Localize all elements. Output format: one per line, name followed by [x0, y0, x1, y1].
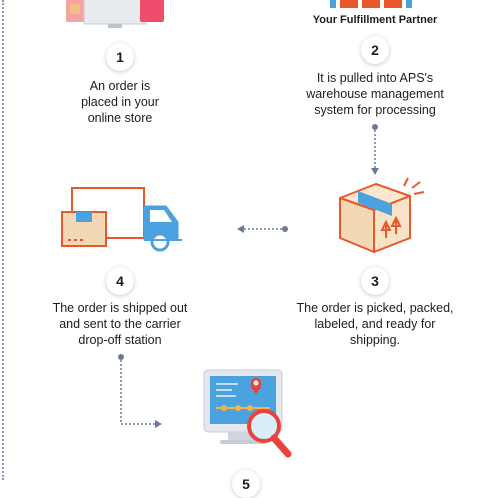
step-2-line-3: system for processing — [314, 103, 436, 117]
step-4-number: 4 — [106, 267, 134, 295]
step-4-text: The order is shipped out and sent to the… — [30, 300, 210, 348]
step-2-line-2: warehouse management — [306, 87, 444, 101]
step-3-number: 3 — [361, 267, 389, 295]
step-2-line-1: It is pulled into APS's — [316, 71, 434, 85]
step-1-line-2: placed in your — [81, 95, 159, 109]
step-2-number: 2 — [361, 36, 389, 64]
online-store-icon — [66, 0, 164, 28]
step-3-line-2: labeled, and ready for — [314, 317, 436, 331]
step-2-text: It is pulled into APS's warehouse manage… — [285, 70, 465, 118]
step-4-line-1: The order is shipped out — [52, 301, 188, 315]
partner-label: Your Fulfillment Partner — [312, 14, 438, 26]
step-4-line-3: drop-off station — [78, 333, 162, 347]
left-dotted-border — [2, 0, 4, 480]
connector-step2-to-step3 — [371, 124, 379, 175]
warehouse-shelves-icon — [330, 0, 412, 8]
step-1-line-1: An order is — [89, 79, 151, 93]
tracking-monitor-icon — [203, 369, 292, 458]
delivery-truck-icon — [61, 187, 182, 252]
step-1-number: 1 — [106, 43, 134, 71]
step-1-text: An order is placed in your online store — [55, 78, 185, 126]
connector-step3-to-step4 — [237, 225, 288, 233]
step-1-line-3: online store — [87, 111, 153, 125]
step-4-line-2: and sent to the carrier — [59, 317, 181, 331]
step-3-line-1: The order is picked, packed, — [296, 301, 454, 315]
step-5-number: 5 — [232, 470, 260, 498]
package-box-icon — [339, 177, 425, 253]
step-3-text: The order is picked, packed, labeled, an… — [280, 300, 470, 348]
connector-step4-to-step5 — [118, 354, 162, 428]
step-3-line-3: shipping. — [349, 333, 401, 347]
